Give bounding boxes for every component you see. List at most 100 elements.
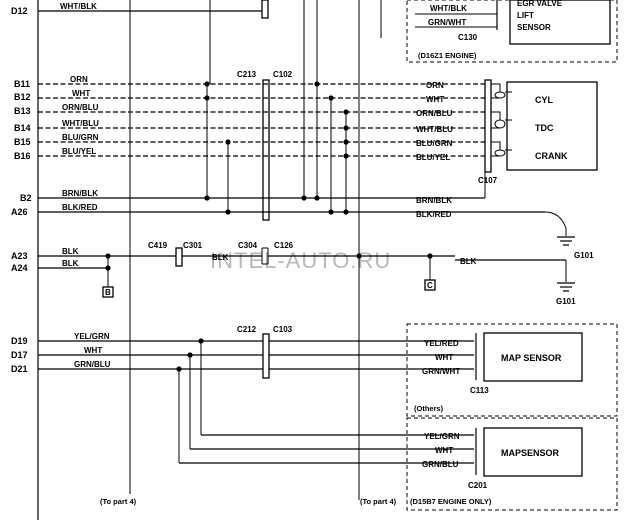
splice-a26-331 — [328, 209, 334, 215]
tdc-coil-icon — [491, 111, 512, 129]
tdc-label: TDC — [535, 123, 554, 133]
splice-b15-228 — [225, 139, 231, 145]
pin-d12: D12 — [11, 6, 28, 16]
to-part4-left: (To part 4) — [100, 497, 137, 506]
wire-label-b11-left: ORN — [70, 75, 88, 84]
wire-label-d17-left: WHT — [84, 346, 102, 355]
connector-c201-label: C201 — [468, 481, 488, 490]
pin-b2: B2 — [20, 193, 32, 203]
ref-box-b — [102, 286, 114, 298]
connector-c304: C304 — [238, 241, 258, 250]
splice-blk-359 — [356, 253, 362, 259]
wire-label-a23: BLK — [62, 247, 79, 256]
connector-c103: C103 — [273, 325, 293, 334]
connector-c102: C102 — [273, 70, 293, 79]
connector-c212: C212 — [237, 325, 257, 334]
wire-label-a26-right: BLK/RED — [416, 210, 452, 219]
cyl-coil-icon — [491, 83, 512, 99]
egr-label-2: LIFT — [517, 11, 534, 20]
wire-label-alt-wht: WHT — [435, 446, 453, 455]
pin-a23: A23 — [11, 251, 28, 261]
ref-c-label: C — [427, 281, 433, 290]
splice-b14-346 — [343, 125, 349, 131]
pin-b16: B16 — [14, 151, 31, 161]
wire-label-b15-left: BLU/GRN — [62, 133, 99, 142]
connector-c419: C419 — [148, 241, 168, 250]
wire-label-b2-right: BRN/BLK — [416, 196, 452, 205]
connector-c113-label: C113 — [470, 386, 489, 395]
connector-c213: C213 — [237, 70, 257, 79]
wire-label-alt-yel-grn: YEL/GRN — [424, 432, 460, 441]
map-sensor-d15b7 — [483, 427, 583, 477]
pin-a26: A26 — [11, 207, 28, 217]
connector-c301: C301 — [183, 241, 203, 250]
wire-label-b13-left: ORN/BLU — [62, 103, 99, 112]
pin-b11: B11 — [14, 79, 30, 89]
connector-c107 — [484, 79, 492, 173]
wire-label-b11-right: ORN — [426, 81, 444, 90]
ref-b-label: B — [105, 288, 111, 297]
splice-b12-331 — [328, 95, 334, 101]
splice-b2-317 — [314, 195, 320, 201]
egr-engine-label: (D16Z1 ENGINE) — [418, 51, 477, 60]
wire-label-d21-left: GRN/BLU — [74, 360, 111, 369]
pin-b13: B13 — [14, 106, 31, 116]
wire-label-b12-right: WHT — [426, 95, 444, 104]
wire-label-b16-right: BLU/YEL — [416, 153, 450, 162]
wire-label-a24: BLK — [62, 259, 79, 268]
splice-a26-228 — [225, 209, 231, 215]
wire-label-blk-mid: BLK — [212, 253, 229, 262]
egr-wire-label-wht-blk: WHT/BLK — [430, 4, 467, 13]
egr-valve-lift-sensor — [509, 0, 611, 45]
egr-engine-box — [406, 0, 618, 63]
egr-wire-label-grn-wht: GRN/WHT — [428, 18, 466, 27]
splice-b11-207 — [204, 81, 210, 87]
crank-tdc-cyl-sensor — [506, 81, 598, 171]
splice-b2-304 — [301, 195, 307, 201]
connector-c107-label: C107 — [478, 176, 498, 185]
egr-label-3: SENSOR — [517, 23, 551, 32]
splice-b2-207 — [204, 195, 210, 201]
ground-g101-label-a: G101 — [574, 251, 594, 260]
cyl-label: CYL — [535, 95, 554, 105]
splice-b13-346 — [343, 109, 349, 115]
pin-b15: B15 — [14, 137, 31, 147]
connector-c212-c103-body — [262, 333, 270, 379]
pin-a24: A24 — [11, 263, 28, 273]
egr-label-1: EGR VALVE — [517, 0, 563, 8]
wire-label-b13-right: ORN/BLU — [416, 109, 453, 118]
wire-label-grn-wht: GRN/WHT — [422, 367, 460, 376]
wire-label-alt-grn-blu: GRN/BLU — [422, 460, 459, 469]
pin-b14: B14 — [14, 123, 31, 133]
pin-d17: D17 — [11, 350, 28, 360]
wire-label-b15-right: BLU/GRN — [416, 139, 453, 148]
wire-label-yel-red: YEL/RED — [424, 339, 459, 348]
watermark: INTEL-AUTO.RU — [210, 248, 391, 273]
wire-label-d12: WHT/BLK — [60, 2, 97, 11]
wire-label-b14-left: WHT/BLU — [62, 119, 99, 128]
splice-b11-317 — [314, 81, 320, 87]
wire-label-d17-right: WHT — [435, 353, 453, 362]
wire-label-a26-left: BLK/RED — [62, 203, 98, 212]
d15b7-box — [406, 417, 618, 511]
wire-label-b16-left: BLU/YEL — [62, 147, 96, 156]
splice-a26-346 — [343, 209, 349, 215]
connector-c213-c102-body — [262, 79, 270, 221]
splice-a24 — [105, 265, 111, 271]
wire-label-b12-left: WHT — [72, 89, 90, 98]
splice-b15-346 — [343, 139, 349, 145]
map-sensor-d15b7-label: MAPSENSOR — [501, 448, 560, 458]
others-box — [406, 323, 618, 417]
crank-label: CRANK — [535, 151, 568, 161]
pin-d21: D21 — [11, 364, 28, 374]
crank-coil-icon — [491, 141, 512, 157]
ground-wire-a26 — [544, 211, 567, 236]
connector-c126: C126 — [274, 241, 294, 250]
splice-a23 — [105, 253, 111, 259]
wire-label-b2-left: BRN/BLK — [62, 189, 98, 198]
wire-label-b14-right: WHT/BLU — [416, 125, 453, 134]
connector-c130: C130 — [458, 33, 478, 42]
wire-label-blk-right: BLK — [460, 257, 477, 266]
ref-box-c — [424, 279, 436, 291]
